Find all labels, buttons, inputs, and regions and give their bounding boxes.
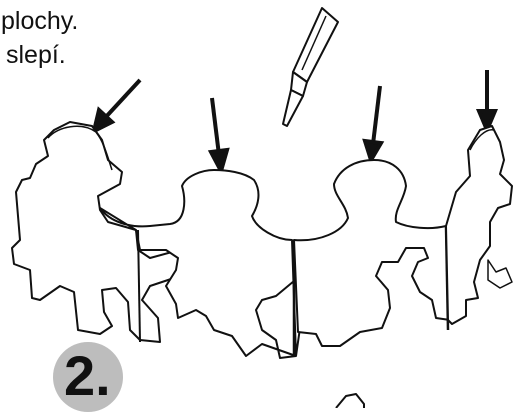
arrow-down-icon [365, 86, 381, 160]
arrow-down-icon [211, 98, 227, 171]
glue-tube-icon [283, 8, 338, 126]
arrow-down-icon [94, 80, 140, 131]
step-number: 2. [64, 346, 111, 406]
arrow-down-icon [479, 70, 495, 130]
